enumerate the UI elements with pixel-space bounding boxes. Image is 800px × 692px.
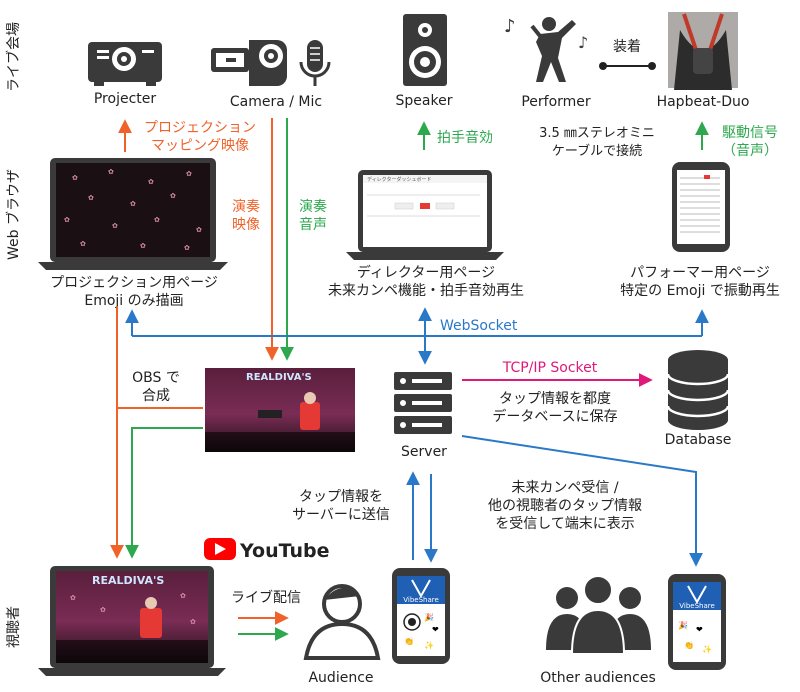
save-db-label-2: データベースに保存 [492, 408, 617, 425]
speaker-label: Speaker [396, 93, 453, 109]
wear-label: 装着 [613, 39, 641, 55]
section-label-browser: Web ブラウザ [5, 169, 22, 260]
projection-video-label-2: マッピング映像 [151, 138, 249, 154]
svg-text:✿: ✿ [70, 594, 76, 602]
projection-video-label-1: プロジェクション [144, 120, 256, 136]
section-label-venue: ライブ会場 [5, 22, 22, 92]
receive-label-2: 他の視聴者のタップ情報 [488, 498, 642, 514]
send-tap-label-2: サーバーに送信 [292, 507, 390, 523]
svg-text:♪: ♪ [504, 16, 516, 37]
other-app-name: VibeShare [679, 602, 715, 610]
performance-video-label-2: 映像 [232, 217, 260, 233]
audience-app-name: VibeShare [403, 596, 439, 604]
svg-text:✿: ✿ [88, 194, 94, 202]
performance-audio-label-1: 演奏 [299, 199, 327, 215]
svg-text:✿: ✿ [148, 178, 154, 186]
svg-text:✿: ✿ [196, 226, 202, 234]
svg-text:❤: ❤ [696, 625, 703, 634]
svg-text:✿: ✿ [64, 216, 70, 224]
performance-video-label-1: 演奏 [232, 199, 260, 215]
svg-text:✿: ✿ [186, 170, 192, 178]
clap-sound-label: 拍手音効 [437, 129, 493, 146]
audience-label: Audience [308, 670, 373, 686]
svg-text:👏: 👏 [404, 636, 414, 646]
projection-page-label-1: プロジェクション用ページ [50, 275, 218, 291]
live-stream-label: ライブ配信 [231, 589, 301, 606]
svg-text:♪: ♪ [578, 33, 588, 52]
section-label-viewers: 視聴者 [6, 606, 22, 648]
director-page-label-2: 未来カンペ機能・拍手音効再生 [328, 282, 524, 299]
svg-text:✿: ✿ [190, 618, 196, 626]
performer-page-label-2: 特定の Emoji で振動再生 [620, 283, 780, 299]
svg-text:✿: ✿ [184, 244, 190, 252]
stereo-cable-label-1: 3.5 ㎜ステレオミニ [539, 126, 655, 141]
svg-text:👏: 👏 [684, 640, 694, 650]
svg-text:✿: ✿ [180, 592, 186, 600]
hapbeat-photo [668, 12, 738, 90]
other-audiences-phone: VibeShare 🎉 ❤👏 ✨ [668, 574, 726, 670]
server-icon [394, 372, 452, 434]
other-audiences-icon [546, 575, 651, 655]
drive-signal-label-2: （音声） [722, 142, 778, 159]
performance-audio-label-2: 音声 [299, 216, 327, 233]
svg-text:✿: ✿ [72, 174, 78, 182]
director-page-label-1: ディレクター用ページ [357, 264, 495, 281]
microphone-icon [299, 40, 331, 86]
obs-label-2: 合成 [142, 388, 170, 404]
save-db-label-1: タップ情報を都度 [499, 391, 611, 407]
youtube-logo: YouTube [204, 538, 329, 562]
director-laptop: ディレクターダッシュボード [346, 170, 504, 260]
server-label: Server [401, 444, 447, 460]
tcpip-label: TCP/IP Socket [502, 360, 598, 376]
youtube-text: YouTube [239, 540, 329, 562]
drive-signal-label-1: 駆動信号 [722, 125, 778, 141]
send-tap-label-1: タップ情報を [299, 489, 383, 505]
svg-text:✨: ✨ [702, 645, 712, 654]
stereo-cable-label-2: ケーブルで接続 [552, 143, 642, 159]
svg-text:✿: ✿ [80, 240, 86, 248]
svg-text:✿: ✿ [108, 168, 114, 176]
speaker-icon [403, 14, 447, 86]
wear-connector [599, 62, 656, 70]
svg-text:✿: ✿ [100, 606, 106, 614]
svg-text:✿: ✿ [112, 222, 118, 230]
audience-person-icon [303, 584, 381, 660]
svg-text:🎉: 🎉 [424, 612, 434, 622]
performer-page-label-1: パフォーマー用ページ [630, 265, 770, 281]
svg-text:✿: ✿ [130, 200, 136, 208]
performer-icon: ♪ ♪ [504, 16, 588, 82]
camera-mic-label: Camera / Mic [230, 94, 322, 110]
database-icon [666, 350, 730, 430]
obs-label-1: OBS で [132, 370, 180, 386]
stage-sign: REALDIVA'S [246, 372, 312, 383]
arrow-server-to-others [461, 435, 703, 567]
svg-text:✨: ✨ [424, 641, 434, 650]
svg-text:❤: ❤ [432, 625, 439, 634]
arrow-audio-to-viewer [125, 427, 203, 559]
projector-icon [88, 42, 162, 86]
performer-phone [672, 162, 730, 252]
other-audiences-label: Other audiences [540, 670, 656, 686]
projection-page-label-2: Emoji のみ描画 [84, 293, 183, 309]
audience-phone[interactable]: VibeShare 🎉 ❤ 👏 ✨ [392, 568, 450, 664]
viewer-stage-sign: REALDIVA'S [92, 574, 164, 587]
hapbeat-label: Hapbeat-Duo [657, 94, 750, 110]
svg-text:🎉: 🎉 [678, 620, 688, 630]
svg-text:✿: ✿ [154, 216, 160, 224]
viewer-laptop: REALDIVA'S ✿ ✿ ✿ ✿ [38, 566, 226, 676]
receive-label-3: を受信して端末に表示 [495, 516, 635, 532]
projector-label: Projecter [94, 91, 157, 107]
websocket-label: WebSocket [440, 318, 518, 334]
svg-text:✿: ✿ [170, 192, 176, 200]
performer-label: Performer [521, 94, 591, 110]
obs-video-still: REALDIVA'S [205, 368, 355, 452]
svg-text:✿: ✿ [140, 242, 146, 250]
camera-icon [211, 40, 287, 86]
projection-laptop: ✿ ✿ ✿ ✿ ✿ ✿ ✿ ✿ ✿ ✿ ✿ ✿ ✿ ✿ [38, 158, 228, 270]
director-screen-title: ディレクターダッシュボード [367, 176, 431, 183]
receive-label-1: 未来カンペ受信 / [511, 480, 618, 496]
database-label: Database [665, 432, 732, 448]
